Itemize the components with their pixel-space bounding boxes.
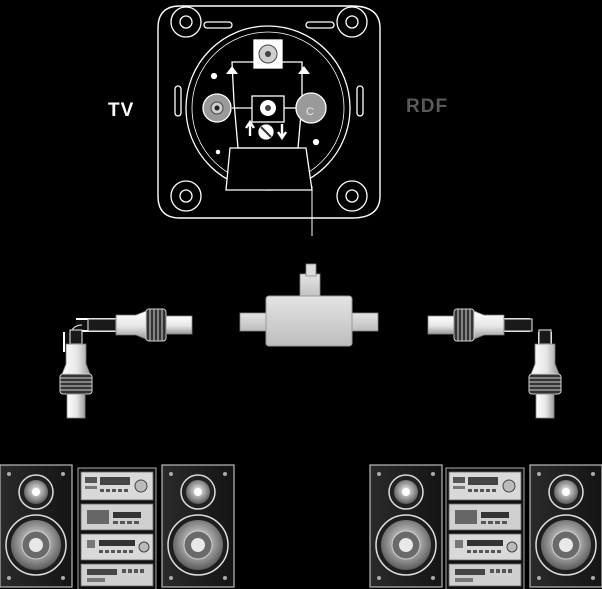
right-speaker <box>529 464 602 588</box>
component-rack <box>445 467 525 589</box>
radio-port-letter: C <box>306 106 314 118</box>
tv-label: TV <box>108 100 134 121</box>
component-rack <box>77 467 157 589</box>
left-speaker <box>0 464 73 588</box>
left-speaker <box>369 464 443 588</box>
rdf-label: RDF <box>406 96 448 117</box>
coax-plug-icon <box>427 308 533 342</box>
coax-plug-icon <box>87 308 193 342</box>
antenna-wall-outlet-icon <box>157 5 381 236</box>
hifi-stereo-system-icon <box>0 464 235 589</box>
coax-splitter-icon <box>239 263 379 347</box>
right-speaker <box>161 464 235 588</box>
hifi-stereo-system-icon <box>369 464 602 589</box>
coax-plug-icon <box>528 329 562 419</box>
